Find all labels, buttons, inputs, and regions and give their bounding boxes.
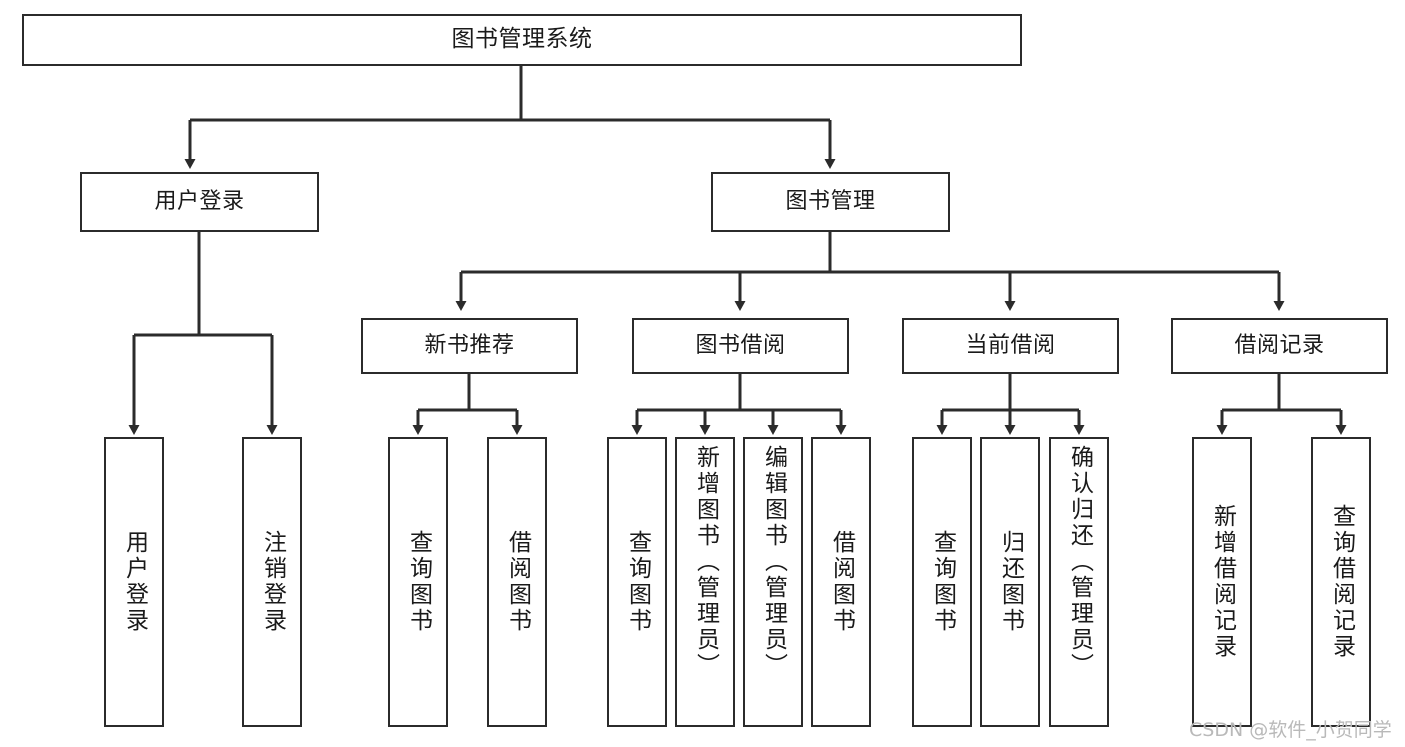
node-current-borrow[interactable]: 当前借阅 [902,318,1119,374]
leaf-new-book-1-label: 借阅图书 [504,530,531,634]
node-current-borrow-label: 当前借阅 [965,332,1056,358]
leaf-book-borrow-2[interactable]: 编辑图书（管理员） [743,437,803,727]
node-new-book-recommend-label: 新书推荐 [424,332,515,358]
leaf-current-borrow-2[interactable]: 确认归还（管理员） [1049,437,1109,727]
node-book-borrow-label: 图书借阅 [695,332,786,358]
leaf-book-borrow-1[interactable]: 新增图书（管理员） [675,437,735,727]
watermark: CSDN @软件_小贺同学 [1189,719,1392,741]
leaf-user-login-1[interactable]: 注销登录 [242,437,302,727]
leaf-book-borrow-3-label: 借阅图书 [828,530,855,634]
leaf-book-borrow-3[interactable]: 借阅图书 [811,437,871,727]
leaf-user-login-0[interactable]: 用户登录 [104,437,164,727]
leaf-book-borrow-1-label: 新增图书（管理员） [692,445,719,679]
leaf-current-borrow-0[interactable]: 查询图书 [912,437,972,727]
leaf-borrow-record-0[interactable]: 新增借阅记录 [1192,437,1252,727]
leaf-borrow-record-1[interactable]: 查询借阅记录 [1311,437,1371,727]
leaf-current-borrow-1-label: 归还图书 [997,530,1024,634]
leaf-new-book-0-label: 查询图书 [405,530,432,634]
leaf-borrow-record-0-label: 新增借阅记录 [1209,504,1236,660]
leaf-book-borrow-2-label: 编辑图书（管理员） [760,445,787,679]
node-book-borrow[interactable]: 图书借阅 [632,318,849,374]
node-borrow-record-label: 借阅记录 [1234,332,1325,358]
node-user-login[interactable]: 用户登录 [80,172,319,232]
node-root-label: 图书管理系统 [451,26,593,53]
node-borrow-record[interactable]: 借阅记录 [1171,318,1388,374]
leaf-current-borrow-2-label: 确认归还（管理员） [1066,445,1093,679]
node-book-manage-label: 图书管理 [785,188,876,214]
leaf-new-book-0[interactable]: 查询图书 [388,437,448,727]
node-new-book-recommend[interactable]: 新书推荐 [361,318,578,374]
leaf-current-borrow-0-label: 查询图书 [929,530,956,634]
leaf-new-book-1[interactable]: 借阅图书 [487,437,547,727]
node-root[interactable]: 图书管理系统 [22,14,1022,66]
leaf-user-login-0-label: 用户登录 [121,530,148,634]
leaf-book-borrow-0-label: 查询图书 [624,530,651,634]
leaf-borrow-record-1-label: 查询借阅记录 [1328,504,1355,660]
node-book-manage[interactable]: 图书管理 [711,172,950,232]
leaf-book-borrow-0[interactable]: 查询图书 [607,437,667,727]
leaf-user-login-1-label: 注销登录 [259,530,286,634]
node-user-login-label: 用户登录 [154,188,245,214]
leaf-current-borrow-1[interactable]: 归还图书 [980,437,1040,727]
